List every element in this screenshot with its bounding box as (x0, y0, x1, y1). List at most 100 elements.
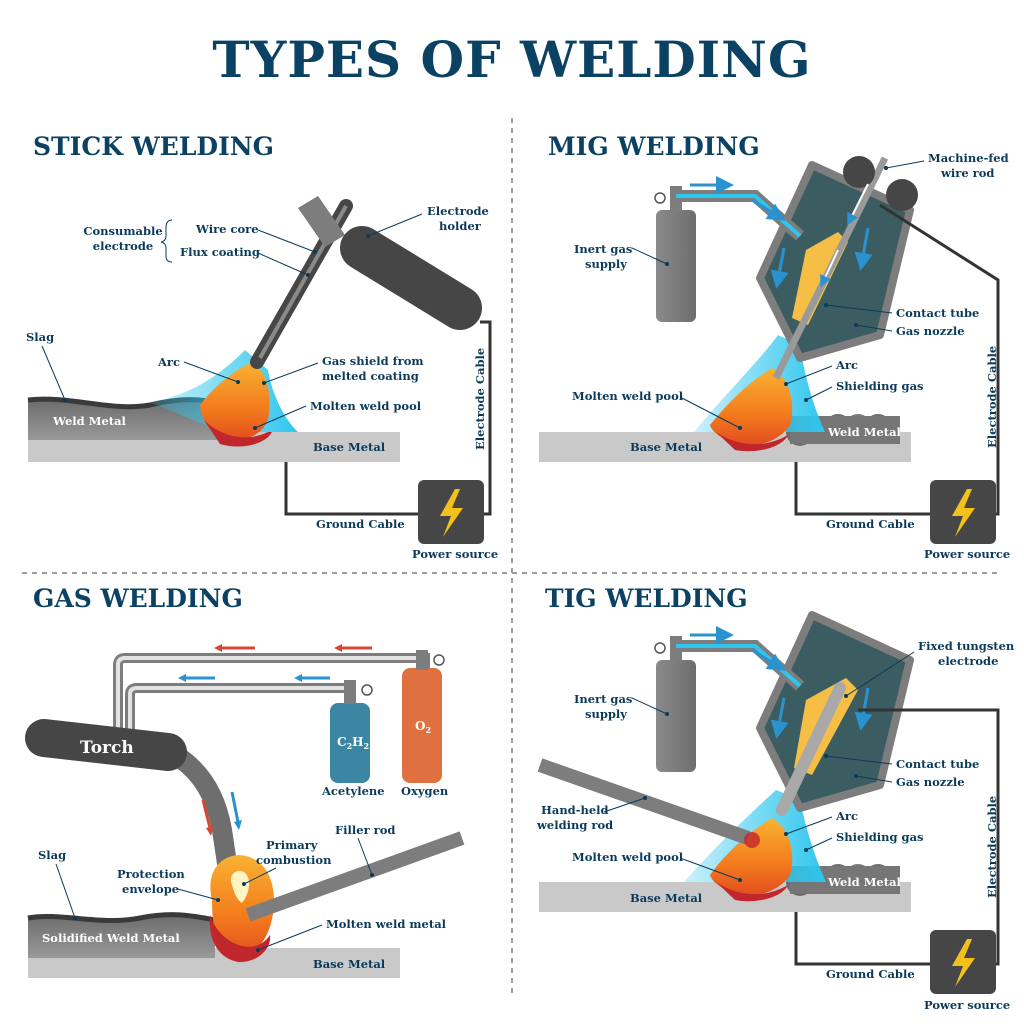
label-protection-envelope-2: envelope (122, 882, 179, 896)
label-molten-weld-metal: Molten weld metal (326, 917, 447, 931)
feed-roller-2 (886, 179, 918, 211)
gauge-icon (361, 684, 373, 696)
label-base-metal: Base Metal (630, 891, 703, 905)
molten-weld-metal (209, 915, 271, 963)
label-torch: Torch (80, 738, 134, 758)
gauge-icon (433, 654, 445, 666)
label-molten-pool: Molten weld pool (572, 850, 684, 864)
mig-gas-cylinder (656, 210, 696, 322)
filler-rod (245, 831, 465, 922)
label-weld-metal: Weld Metal (827, 875, 902, 889)
mig-welding-diagram: Machine-fed wire rod Inert gas supply Co… (539, 151, 1010, 561)
label-flux-coating: Flux coating (180, 245, 260, 259)
label-arc: Arc (157, 355, 180, 369)
label-shielding-gas: Shielding gas (836, 830, 924, 844)
label-filler-rod: Filler rod (335, 823, 395, 837)
ground-cable (794, 912, 930, 966)
gas-welding-diagram: C2H2 O2 Torch Acetylene Oxygen Slag Fill… (25, 644, 465, 978)
gauge-icon (654, 192, 666, 204)
tig-welding-title: TIG WELDING (545, 584, 748, 613)
label-consumable-line1: Consumable (83, 224, 162, 238)
label-arc: Arc (835, 809, 858, 823)
label-electrode-cable: Electrode Cable (985, 796, 999, 898)
gauge-icon (654, 642, 666, 654)
protection-envelope (210, 855, 275, 958)
label-ground-cable: Ground Cable (826, 967, 915, 981)
torch-handle (25, 719, 187, 771)
acetylene-hose (125, 683, 355, 730)
label-base-metal: Base Metal (630, 440, 703, 454)
label-electrode-cable: Electrode Cable (473, 348, 487, 450)
feed-roller-1 (843, 156, 875, 188)
label-primary-combustion-2: combustion (256, 853, 332, 867)
label-protection-envelope-1: Protection (117, 867, 185, 881)
acetylene-flow-arrows (178, 674, 330, 682)
label-primary-combustion-1: Primary (266, 838, 318, 852)
label-power-source: Power source (924, 998, 1010, 1012)
tig-welding-diagram: Fixed tungsten electrode Inert gas suppl… (536, 611, 1015, 1012)
slag-layer (27, 912, 216, 923)
label-electrode-cable: Electrode Cable (985, 346, 999, 448)
oxygen-flow-arrows (214, 644, 372, 652)
gas-welding-title: GAS WELDING (33, 584, 243, 613)
label-shielding-gas: Shielding gas (836, 379, 924, 393)
label-hand-rod-2: welding rod (536, 818, 613, 832)
acetylene-formula: C2H2 (337, 735, 369, 751)
label-wire-rod-2: wire rod (940, 166, 994, 180)
electrode-holder (340, 226, 482, 330)
label-solidified-weld-metal: Solidified Weld Metal (42, 931, 180, 945)
oxygen-hose (113, 653, 430, 730)
label-contact-tube: Contact tube (896, 757, 979, 771)
label-oxygen: Oxygen (401, 784, 449, 798)
label-power-source: Power source (924, 547, 1010, 561)
label-tungsten-1: Fixed tungsten (918, 639, 1015, 653)
oxygen-formula: O2 (415, 719, 431, 735)
consumable-brace (160, 219, 173, 263)
hand-held-welding-rod (537, 758, 751, 845)
label-acetylene: Acetylene (321, 784, 385, 798)
electrode-cable (480, 320, 492, 516)
lightning-bolt-icon (952, 939, 975, 987)
tig-gas-cylinder (656, 660, 696, 772)
label-consumable-line2: electrode (93, 239, 153, 253)
tig-molten-pool (716, 882, 788, 902)
acetylene-cylinder (330, 703, 370, 783)
label-arc: Arc (835, 358, 858, 372)
stick-welding-title: STICK WELDING (33, 132, 274, 161)
label-weld-metal: Weld Metal (827, 425, 902, 439)
label-inert-gas-2: supply (585, 707, 627, 721)
label-gas-nozzle: Gas nozzle (896, 775, 965, 789)
ground-cable (284, 462, 418, 516)
label-gas-nozzle: Gas nozzle (896, 324, 965, 338)
lightning-bolt-icon (440, 489, 463, 537)
label-hand-rod-1: Hand-held (541, 803, 609, 817)
mig-molten-pool (716, 432, 788, 452)
label-electrode-holder-2: holder (439, 219, 482, 233)
label-base-metal: Base Metal (313, 957, 386, 971)
label-contact-tube: Contact tube (896, 306, 979, 320)
primary-combustion (230, 870, 250, 903)
label-slag: Slag (38, 848, 66, 862)
label-slag: Slag (26, 330, 54, 344)
label-inert-gas-1: Inert gas (574, 692, 632, 706)
label-gas-shield-2: melted coating (322, 369, 419, 383)
mig-welding-title: MIG WELDING (548, 132, 760, 161)
tungsten-electrode (776, 682, 846, 816)
label-molten-pool: Molten weld pool (572, 389, 684, 403)
label-base-metal: Base Metal (313, 440, 386, 454)
label-inert-gas-2: supply (585, 257, 627, 271)
label-tungsten-2: electrode (938, 654, 998, 668)
label-molten-pool: Molten weld pool (310, 399, 422, 413)
tig-arc-flame (710, 818, 793, 896)
label-weld-metal: Weld Metal (52, 414, 127, 428)
solidified-weld-metal (28, 914, 215, 958)
oxygen-cylinder (402, 668, 442, 783)
label-inert-gas-1: Inert gas (574, 242, 632, 256)
label-ground-cable: Ground Cable (316, 517, 405, 531)
label-wire-core: Wire core (195, 222, 259, 236)
mig-arc-flame (710, 368, 793, 446)
ground-cable (794, 462, 930, 516)
label-power-source: Power source (412, 547, 498, 561)
main-title: TYPES OF WELDING (212, 30, 812, 89)
